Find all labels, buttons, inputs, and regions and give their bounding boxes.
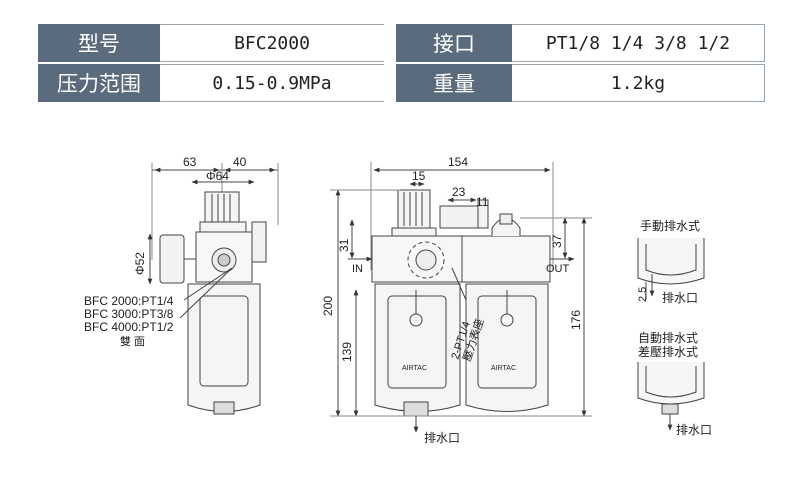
port-line-2: BFC 3000:PT3/8 [84, 307, 174, 321]
dim-200: 200 [321, 296, 335, 316]
label-out: OUT [546, 263, 570, 275]
manual-drain-label: 排水口 [662, 291, 698, 305]
dim-15: 15 [412, 169, 426, 183]
dim-176: 176 [569, 310, 583, 330]
dim-154: 154 [448, 155, 468, 169]
auto-drain-title-2: 差壓排水式 [638, 345, 698, 359]
drain-views [637, 238, 705, 431]
table-gap [384, 64, 396, 102]
manual-drain-title: 手動排水式 [640, 219, 700, 233]
dim-31: 31 [337, 238, 351, 252]
weight-value: 1.2kg [512, 64, 765, 102]
manual-drain-dim: 2.5 [637, 287, 649, 302]
brand-left: AIRTAC [402, 365, 427, 372]
side-view [147, 163, 279, 415]
pressure-value: 0.15-0.9MPa [160, 64, 384, 102]
model-label: 型号 [38, 24, 160, 62]
dim-11: 11 [476, 195, 489, 209]
drain-label: 排水口 [424, 431, 460, 445]
label-in: IN [352, 263, 363, 275]
dim-63: 63 [183, 155, 197, 169]
spec-table: 型号 BFC2000 接口 PT1/8 1/4 3/8 1/2 压力范围 0.1… [38, 24, 765, 102]
dim-139: 139 [340, 342, 354, 362]
dim-23: 23 [452, 185, 466, 199]
port-line-3: BFC 4000:PT1/2 [84, 320, 174, 334]
port-note: 雙 面 [120, 335, 145, 348]
front-view [330, 162, 592, 433]
port-value: PT1/8 1/4 3/8 1/2 [512, 24, 765, 62]
port-label: 接口 [396, 24, 512, 62]
weight-label: 重量 [396, 64, 512, 102]
port-line-1: BFC 2000:PT1/4 [84, 294, 174, 308]
dim-phi64: Φ64 [206, 169, 229, 183]
brand-right: AIRTAC [491, 365, 516, 372]
dim-phi52: Φ52 [133, 252, 147, 275]
auto-drain-title-1: 自動排水式 [638, 331, 698, 345]
model-value: BFC2000 [160, 24, 384, 62]
pressure-label: 压力范围 [38, 64, 160, 102]
dim-37: 37 [550, 234, 564, 248]
table-gap [384, 24, 396, 62]
dim-40: 40 [233, 155, 247, 169]
auto-drain-label: 排水口 [676, 423, 712, 437]
